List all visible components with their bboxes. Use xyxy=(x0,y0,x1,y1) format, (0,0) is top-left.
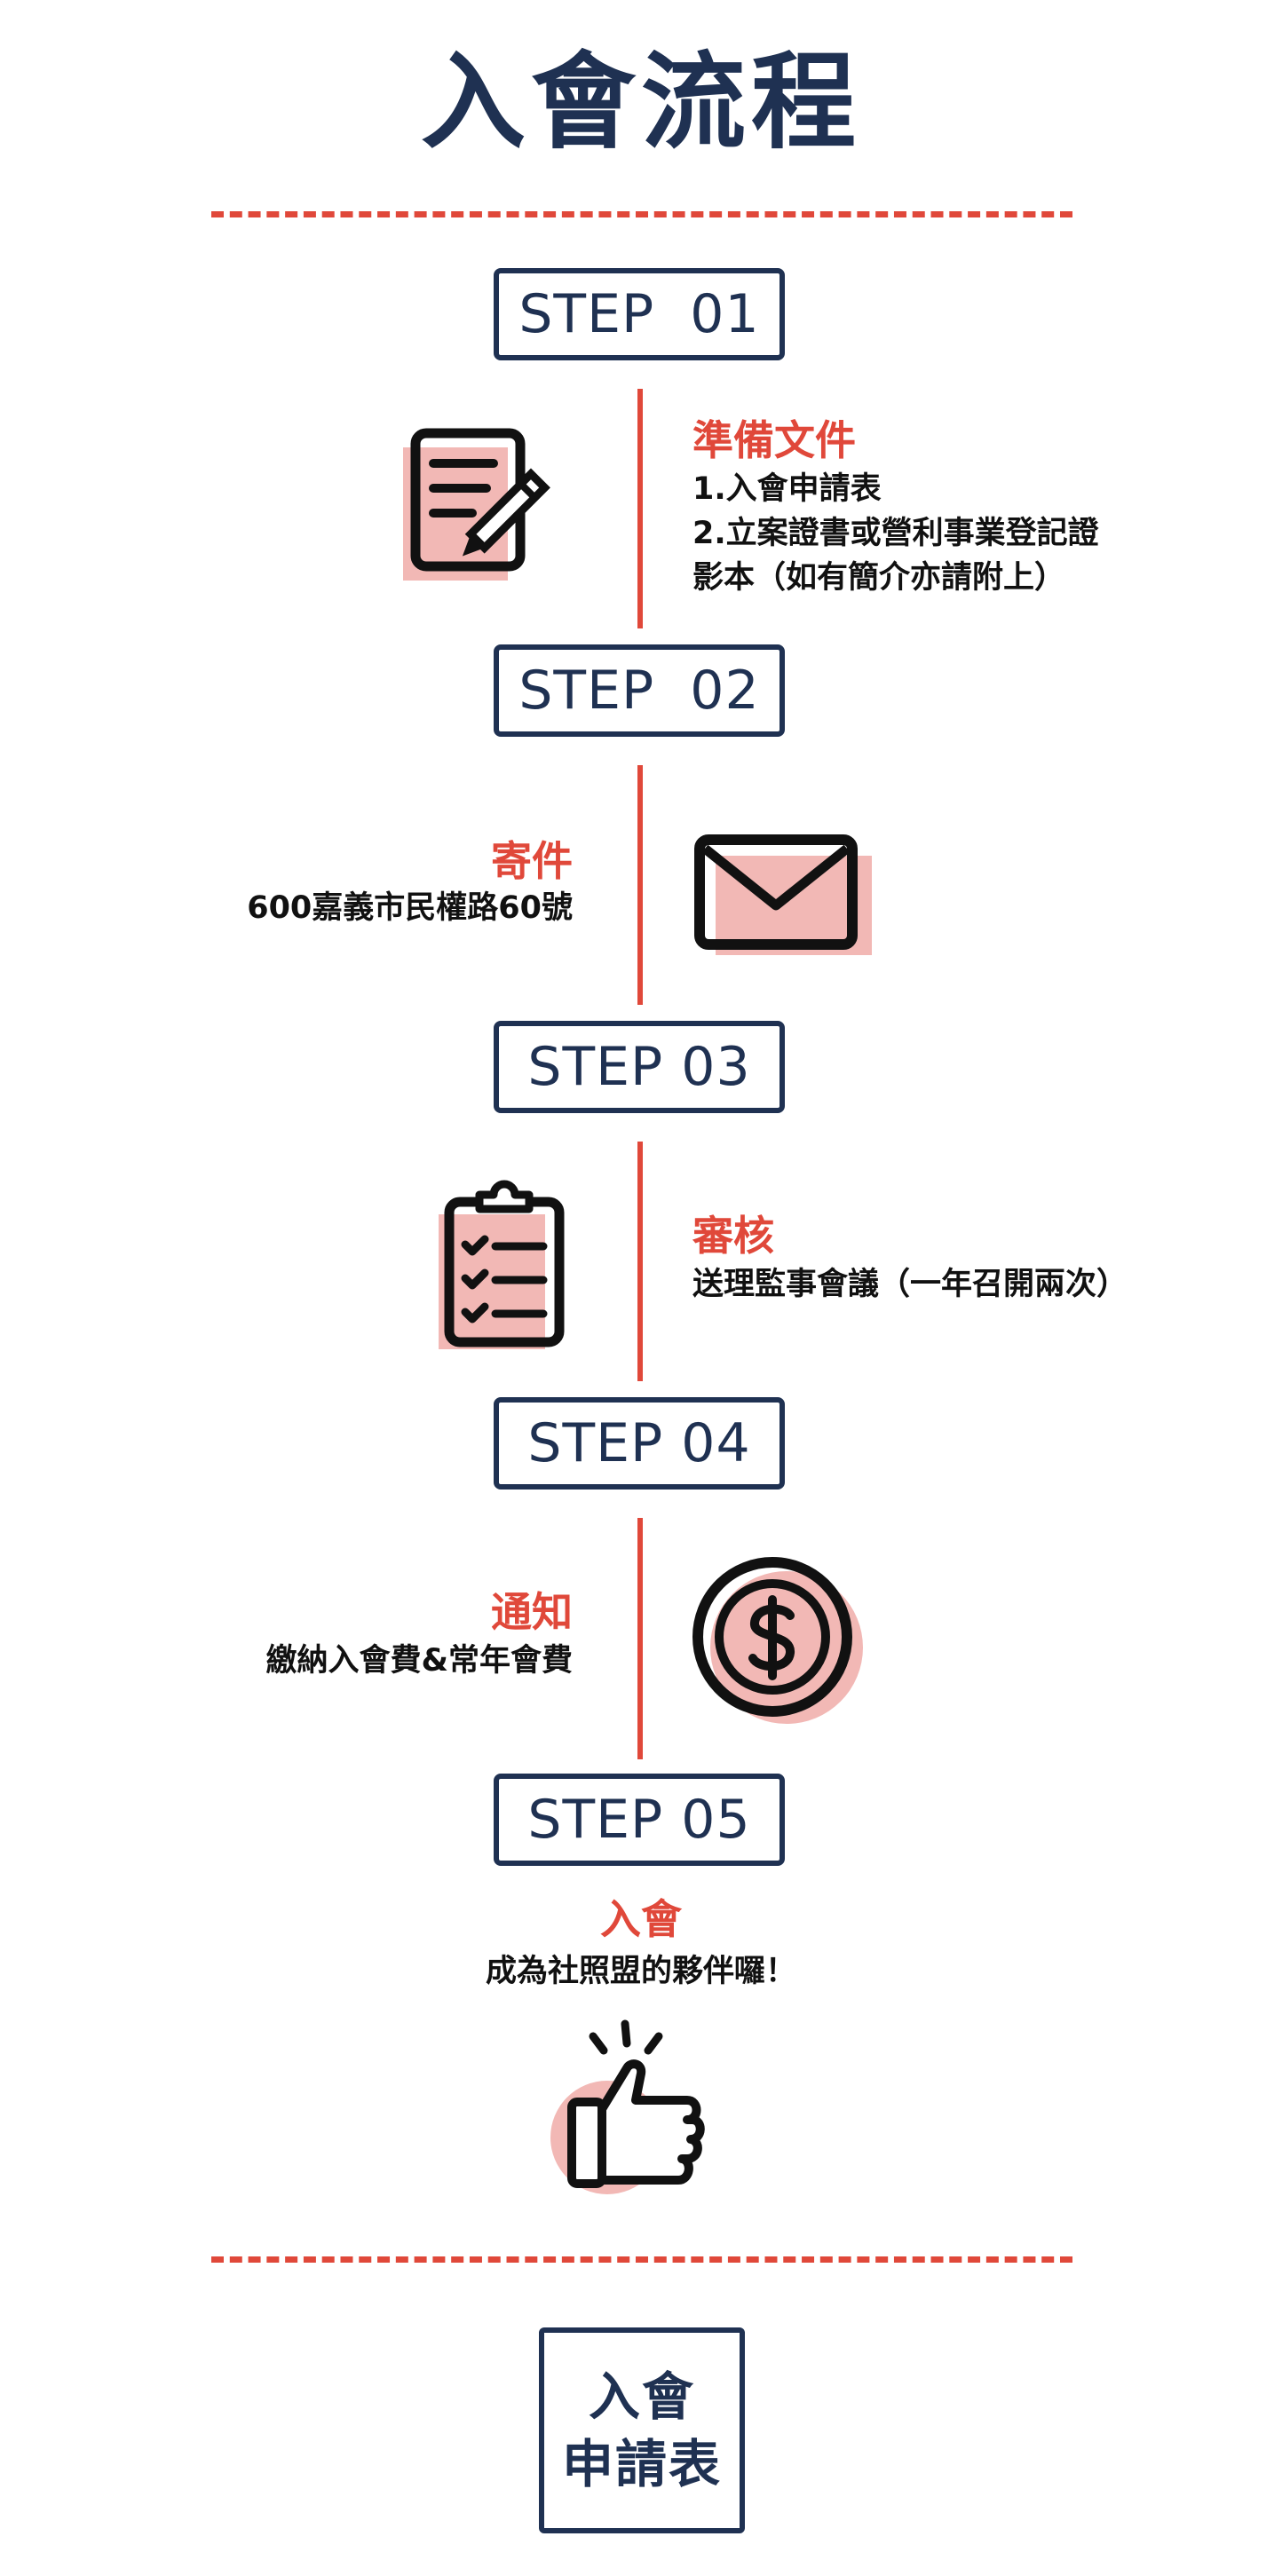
step-02-heading: 寄件 xyxy=(491,837,573,885)
step-01-line-1: 1.入會申請表 xyxy=(692,471,882,507)
envelope-icon xyxy=(692,833,879,957)
step-03-heading: 審核 xyxy=(692,1212,774,1260)
membership-application-button[interactable]: 入會 申請表 xyxy=(539,2327,745,2533)
timeline-connector-3 xyxy=(637,1142,643,1381)
thumbs-up-icon xyxy=(543,2017,721,2203)
membership-application-line-1: 入會 xyxy=(588,2367,695,2427)
step-01-label: STEP 01 xyxy=(518,283,760,345)
document-pen-icon xyxy=(398,424,584,602)
page-title: 入會流程 xyxy=(420,41,861,163)
top-dashed-divider xyxy=(211,211,1072,217)
step-02-box: STEP 02 xyxy=(494,644,785,737)
step-03-box: STEP 03 xyxy=(494,1021,785,1113)
step-04-label: STEP 04 xyxy=(527,1412,751,1474)
step-05-line-1: 成為社照盟的夥伴囉！ xyxy=(485,1954,796,1989)
step-01-box: STEP 01 xyxy=(494,268,785,360)
step-01-heading: 準備文件 xyxy=(692,416,856,464)
timeline-connector-2 xyxy=(637,765,643,1005)
step-03-label: STEP 03 xyxy=(527,1036,751,1098)
step-01-line-2: 2.立案證書或營利事業登記證 xyxy=(692,516,1099,551)
dollar-coin-icon xyxy=(691,1555,868,1733)
step-02-label: STEP 02 xyxy=(518,660,760,722)
timeline-connector-1 xyxy=(637,389,643,628)
step-02-line-1: 600嘉義市民權路60號 xyxy=(247,890,573,926)
step-05-label: STEP 05 xyxy=(527,1789,751,1851)
step-04-line-1: 繳納入會費&常年會費 xyxy=(265,1643,573,1679)
step-01-line-3: 影本（如有簡介亦請附上） xyxy=(692,560,1066,596)
clipboard-checklist-icon xyxy=(433,1179,575,1356)
step-05-heading: 入會 xyxy=(600,1895,682,1943)
membership-application-line-2: 申請表 xyxy=(561,2434,722,2494)
step-03-line-1: 送理監事會議（一年召開兩次） xyxy=(692,1267,1128,1302)
step-04-box: STEP 04 xyxy=(494,1397,785,1489)
bottom-dashed-divider xyxy=(211,2256,1072,2263)
timeline-connector-4 xyxy=(637,1518,643,1759)
step-05-box: STEP 05 xyxy=(494,1774,785,1866)
step-04-heading: 通知 xyxy=(491,1588,573,1636)
